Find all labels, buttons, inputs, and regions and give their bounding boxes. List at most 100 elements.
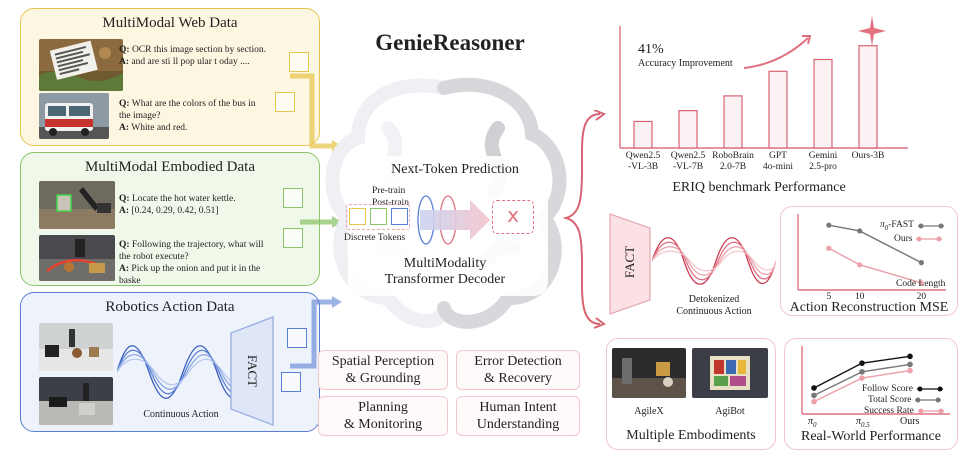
mse-point [918,280,924,286]
mse-legend-ours-swatch [916,236,943,242]
capability-line: Human Intent [479,400,557,415]
mse-panel [780,206,958,316]
token-flow-arrow [417,195,490,245]
robot-table-photo-1 [39,323,113,371]
capability-line: Error Detection [474,354,562,369]
bus-photo [39,93,109,139]
eriq-category-line: Gemini [808,151,838,161]
robotics-data-title: Robotics Action Data [105,299,235,315]
mse-tick-label: 20 [916,292,927,302]
rw-legend-total-text: Total Score [868,395,912,405]
improvement-trend-arrow [743,37,809,69]
pi-sub: 0 [813,421,817,429]
rw-point [811,385,817,391]
mse-point [918,260,924,266]
embodied-answer-1: [0.24, 0.29, 0.42, 0.51] [131,206,219,216]
embodied-question-2: Following the trajectory, what will the … [119,240,264,262]
capability-line: & Grounding [345,371,421,386]
decoder-line-2: Transformer Decoder [384,272,506,287]
rw-tick-pi05: π0.5 [856,416,870,429]
token-square-green-2 [283,228,303,248]
eriq-category-label: Ours-3B [838,151,898,162]
mse-legend-pi0fast-swatch [917,223,944,229]
main-title: GenieReasoner [375,30,525,55]
agilex-label: AgileX [634,406,664,417]
embodied-qa-2: Q: Following the trajectory, what will t… [119,239,269,287]
eriq-category-label: Qwen2.5-VL-3B [613,151,673,173]
web-question-2: What are the colors of the bus in the im… [119,99,256,121]
decoder-line-1: MultiModality [403,256,487,271]
rw-legend-success-swatch [917,408,944,414]
fact-decoder-label: FACT [622,245,637,279]
onion-photo [39,235,115,281]
rw-point [907,353,913,360]
output-brace [562,110,606,329]
q-label: Q: [119,99,130,109]
embodied-data-panel: MultiModal Embodied Data Q: Locate the h… [20,152,320,286]
sparkle-icon [858,16,886,46]
a-label: A: [119,57,130,67]
eriq-category-line: Qwen2.5 [670,151,706,161]
pi-sub: 0.5 [861,421,870,429]
agilex-photo [612,348,686,398]
mse-caption: Action Reconstruction MSE [789,300,949,315]
pretrain-label: Pre-train [372,186,406,196]
rw-legend-follow-swatch [916,386,943,392]
capability-line: & Recovery [483,371,553,386]
detok-line-2: Continuous Action [676,306,752,317]
token-sequence-box [346,204,410,230]
rw-point [811,392,817,399]
embodied-qa-1: Q: Locate the hot water kettle. A: [0.24… [119,193,269,217]
mse-legend-ours: Ours [894,234,943,244]
capability-line: Understanding [476,417,560,432]
mse-point [826,222,832,228]
web-data-title: MultiModal Web Data [102,15,238,31]
q-label: Q: [119,240,130,250]
fact-decoder-shape [609,213,651,315]
rw-tick-ours: Ours [900,416,920,427]
agibot-photo [692,348,768,398]
mse-xlabel: Code Length [896,279,946,289]
eriq-category-line: Ours-3B [851,151,885,161]
eriq-bar [768,70,788,149]
rw-tick-pi0: π0 [808,416,817,429]
embodied-data-title: MultiModal Embodied Data [85,159,255,175]
eriq-category-line: Qwen2.5 [625,151,661,161]
detokenized-label: Detokenized Continuous Action [652,294,776,318]
poster-photo [39,39,123,91]
embodied-question-1: Locate the hot water kettle. [131,194,236,204]
fact-encoder-shape [230,316,274,426]
q-label: Q: [119,45,130,55]
mse-series-line [828,247,922,284]
realworld-line-chart [801,346,950,415]
capability-line: & Monitoring [343,417,423,432]
mse-point [857,228,863,234]
eriq-category-line: -VL-7B [672,162,704,172]
token-square-blue-1 [287,328,307,348]
pi-sub: 0 [884,223,889,232]
discrete-token-green [370,208,387,225]
mse-legend-pi0fast: π0-FAST [880,220,944,232]
rw-point [859,369,865,375]
rw-point [907,361,913,368]
eriq-bar [858,45,878,149]
output-token-box [492,200,534,234]
eriq-category-line: -VL-3B [627,162,659,172]
capability-error-detection: Error Detection & Recovery [456,350,580,390]
eriq-category-line: 2.0-7B [719,162,747,172]
a-label: A: [119,206,130,216]
eriq-category-line: RoboBrain [712,151,754,161]
eriq-bar [633,120,653,149]
eriq-category-label: Qwen2.5-VL-7B [658,151,718,173]
rw-point [907,367,913,374]
capability-line: Planning [358,400,408,415]
robotics-continuous-waves [117,345,247,399]
eriq-category-line: 4o-mini [762,162,794,172]
capability-line: Spatial Perception [331,354,435,369]
a-label: A: [119,123,130,133]
mse-tick-label: 10 [854,292,865,302]
capability-spatial-perception: Spatial Perception & Grounding [318,350,448,390]
